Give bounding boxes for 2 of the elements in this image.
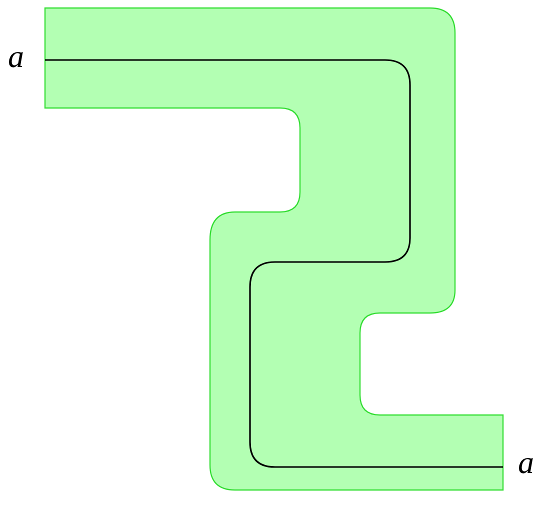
curve-label: a [8,40,24,72]
curve-label: a [518,446,534,478]
